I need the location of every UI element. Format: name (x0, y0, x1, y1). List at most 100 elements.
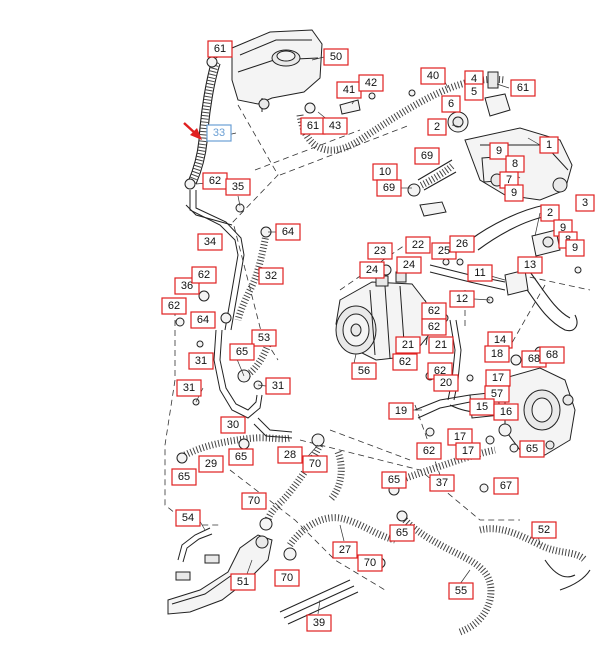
callout-text: 9 (572, 242, 578, 254)
callout-text: 70 (281, 572, 293, 584)
callout-20: 20 (433, 374, 459, 392)
callout-text: 13 (524, 259, 536, 271)
callout-65: 65 (389, 524, 415, 542)
callout-62: 62 (421, 302, 447, 320)
callout-34: 34 (197, 233, 223, 251)
callout-text: 65 (235, 451, 247, 463)
callout-10: 10 (372, 163, 398, 181)
callout-62: 62 (161, 297, 187, 315)
callout-65: 65 (519, 440, 545, 458)
callout-17: 17 (485, 369, 511, 387)
callout-27: 27 (332, 541, 358, 559)
callout-9: 9 (565, 239, 585, 257)
callout-64: 64 (275, 223, 301, 241)
callout-39: 39 (306, 614, 332, 632)
callout-text: 2 (434, 121, 440, 133)
callout-text: 11 (474, 267, 485, 279)
callout-21: 21 (428, 336, 454, 354)
callout-65: 65 (171, 468, 197, 486)
callout-text: 21 (402, 339, 414, 351)
callout-text: 62 (423, 445, 435, 457)
callout-26: 26 (449, 235, 475, 253)
callout-text: 68 (528, 353, 540, 365)
callout-56: 56 (351, 362, 377, 380)
callout-31: 31 (188, 352, 214, 370)
callout-70: 70 (241, 492, 267, 510)
callout-text: 39 (313, 617, 325, 629)
callout-text: 55 (455, 585, 467, 597)
callout-text: 10 (379, 166, 391, 178)
callout-text: 28 (284, 449, 296, 461)
callout-text: 61 (307, 120, 319, 132)
callout-70: 70 (302, 455, 328, 473)
callout-text: 26 (456, 238, 468, 250)
callout-text: 62 (168, 300, 180, 312)
callout-text: 70 (309, 458, 321, 470)
callout-text: 36 (181, 280, 193, 292)
callout-70: 70 (274, 569, 300, 587)
callout-text: 24 (403, 259, 415, 271)
callout-text: 67 (500, 480, 512, 492)
callout-text: 17 (454, 431, 466, 443)
callout-64: 64 (190, 311, 216, 329)
callout-69: 69 (376, 179, 402, 197)
callout-text: 70 (364, 557, 376, 569)
callout-23: 23 (367, 242, 393, 260)
callout-text: 31 (272, 380, 284, 392)
callout-2: 2 (427, 118, 447, 136)
callout-text: 52 (538, 524, 550, 536)
callout-22: 22 (405, 236, 431, 254)
hoses (177, 59, 591, 636)
callout-55: 55 (448, 582, 474, 600)
callout-54: 54 (175, 509, 201, 527)
callout-text: 19 (395, 405, 407, 417)
callouts: 61 50 33 62 35 34 64 32 41 42 61 43 40 4… (161, 40, 595, 632)
water-pump-housing (469, 367, 576, 456)
callout-62: 62 (202, 172, 228, 190)
callout-12: 12 (449, 290, 475, 308)
callout-text: 40 (427, 70, 439, 82)
callout-text: 18 (491, 348, 503, 360)
callout-text: 12 (456, 293, 468, 305)
indicator-arrow-icon (183, 122, 202, 140)
callout-52: 52 (531, 521, 557, 539)
callout-11: 11 (467, 264, 493, 282)
callout-53: 53 (251, 329, 277, 347)
callout-text: 56 (358, 365, 370, 377)
callout-31: 31 (265, 377, 291, 395)
callout-text: 8 (512, 158, 518, 170)
callout-text: 25 (438, 245, 450, 257)
callout-text: 9 (496, 145, 502, 157)
callout-text: 17 (462, 445, 474, 457)
callout-67: 67 (493, 477, 519, 495)
callout-65: 65 (228, 448, 254, 466)
callout-text: 51 (237, 576, 249, 588)
callout-text: 61 (517, 82, 529, 94)
callout-text: 2 (547, 207, 553, 219)
callout-33-highlighted[interactable]: 33 (206, 124, 232, 142)
callout-17: 17 (455, 442, 481, 460)
callout-62: 62 (191, 266, 217, 284)
callout-text: 14 (494, 334, 506, 346)
callout-text: 69 (421, 150, 433, 162)
callout-13: 13 (517, 256, 543, 274)
callout-text: 32 (265, 270, 277, 282)
callout-31: 31 (176, 379, 202, 397)
callout-24: 24 (359, 261, 385, 279)
callout-41: 41 (336, 81, 362, 99)
callout-text: 62 (209, 175, 221, 187)
callout-62: 62 (416, 442, 442, 460)
callout-text: 16 (500, 406, 512, 418)
callout-2: 2 (540, 204, 560, 222)
callout-70: 70 (357, 554, 383, 572)
callout-text: 22 (412, 239, 424, 251)
callout-text: 30 (227, 419, 239, 431)
callout-text: 9 (511, 187, 517, 199)
callout-text: 65 (396, 527, 408, 539)
callout-text: 6 (448, 98, 454, 110)
callout-text: 68 (546, 349, 558, 361)
callout-text: 41 (343, 84, 355, 96)
callout-text: 20 (440, 377, 452, 389)
callout-text: 15 (476, 401, 488, 413)
